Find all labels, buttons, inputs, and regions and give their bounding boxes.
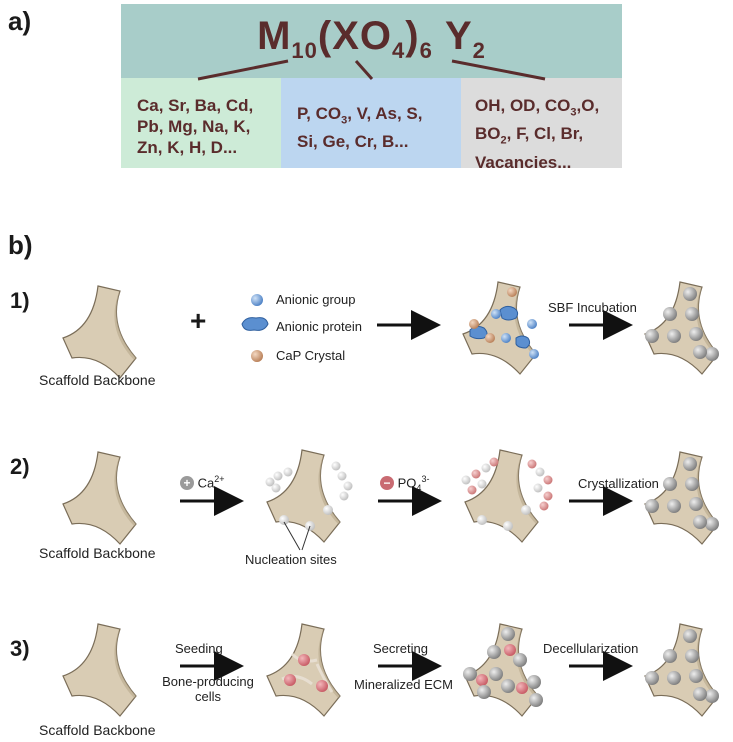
y-sites-text: OH, OD, CO3,O, BO2, F, Cl, Br, Vacancies… [475, 96, 600, 172]
formula-box [121, 4, 622, 78]
apatite-formula: M10(XO4)6 Y2 [257, 14, 486, 63]
scaffold-label-3: Scaffold Backbone [39, 722, 156, 738]
ca-ion-sign: + [180, 476, 194, 491]
scaffold-backbone-2 [62, 451, 137, 545]
anionic-group-symbol [251, 294, 263, 306]
m-sites-text: Ca, Sr, Ba, Cd, Pb, Mg, Na, K, Zn, K, H,… [137, 96, 254, 157]
ca-ion-label: + Ca2+ [180, 474, 225, 491]
arrow-1b [569, 310, 633, 340]
arrow-3c [569, 651, 633, 681]
arrow-2c [569, 486, 633, 516]
secreting-label: Secreting [373, 641, 428, 656]
scaffold-ion-loaded [461, 449, 553, 543]
nucleation-pointer-lines [283, 521, 311, 551]
scaffold-functionalized [462, 281, 539, 375]
bone-cells-label: Bone-producing cells [162, 674, 254, 704]
arrow-3a [180, 651, 244, 681]
panel-b-label: b) [8, 230, 33, 260]
scaffold-mineralized-1 [644, 281, 719, 375]
seeding-label: Seeding [175, 641, 223, 656]
x-sites-text: P, CO3, V, As, S, Si, Ge, Cr, B... [297, 104, 423, 152]
po4-ion-label: − PO43- [380, 474, 429, 493]
po4-ion-sign: − [380, 476, 394, 491]
scaffold-label-2: Scaffold Backbone [39, 545, 156, 561]
plus-sign: + [190, 305, 207, 336]
step-crystallization: Crystallization [578, 476, 659, 491]
arrow-2b [378, 486, 442, 516]
scaffold-seeded [266, 623, 341, 717]
scaffold-mineralized-2 [644, 451, 719, 545]
arrow-1a [377, 310, 441, 340]
panel-a-label: a) [8, 6, 32, 36]
row-1-number: 1) [10, 288, 30, 313]
legend-cap-crystal: CaP Crystal [276, 348, 346, 363]
y-sites-box [461, 78, 622, 168]
arrow-2a [180, 486, 244, 516]
mineralized-ecm-label: Mineralized ECM [354, 677, 453, 692]
m-sites-box [121, 78, 281, 168]
formula-connector-lines [197, 59, 546, 81]
cap-crystal-symbol [251, 350, 263, 362]
scaffold-backbone-3 [62, 623, 137, 717]
scaffold-ecm [463, 623, 543, 717]
scaffold-backbone-1 [62, 285, 137, 379]
row-3-number: 3) [10, 636, 30, 661]
scaffold-mineralized-3 [644, 623, 719, 717]
anionic-protein-symbol [241, 317, 269, 331]
step-decellularization: Decellularization [543, 641, 639, 656]
nucleation-sites-label: Nucleation sites [245, 552, 337, 567]
step-sbf-incubation: SBF Incubation [548, 300, 637, 315]
row-2-number: 2) [10, 454, 30, 479]
legend-symbols [241, 294, 269, 362]
arrow-3b [378, 651, 442, 681]
legend-anionic-group: Anionic group [276, 292, 356, 307]
x-sites-box [281, 78, 461, 168]
legend-anionic-protein: Anionic protein [276, 319, 362, 334]
scaffold-label-1: Scaffold Backbone [39, 372, 156, 388]
